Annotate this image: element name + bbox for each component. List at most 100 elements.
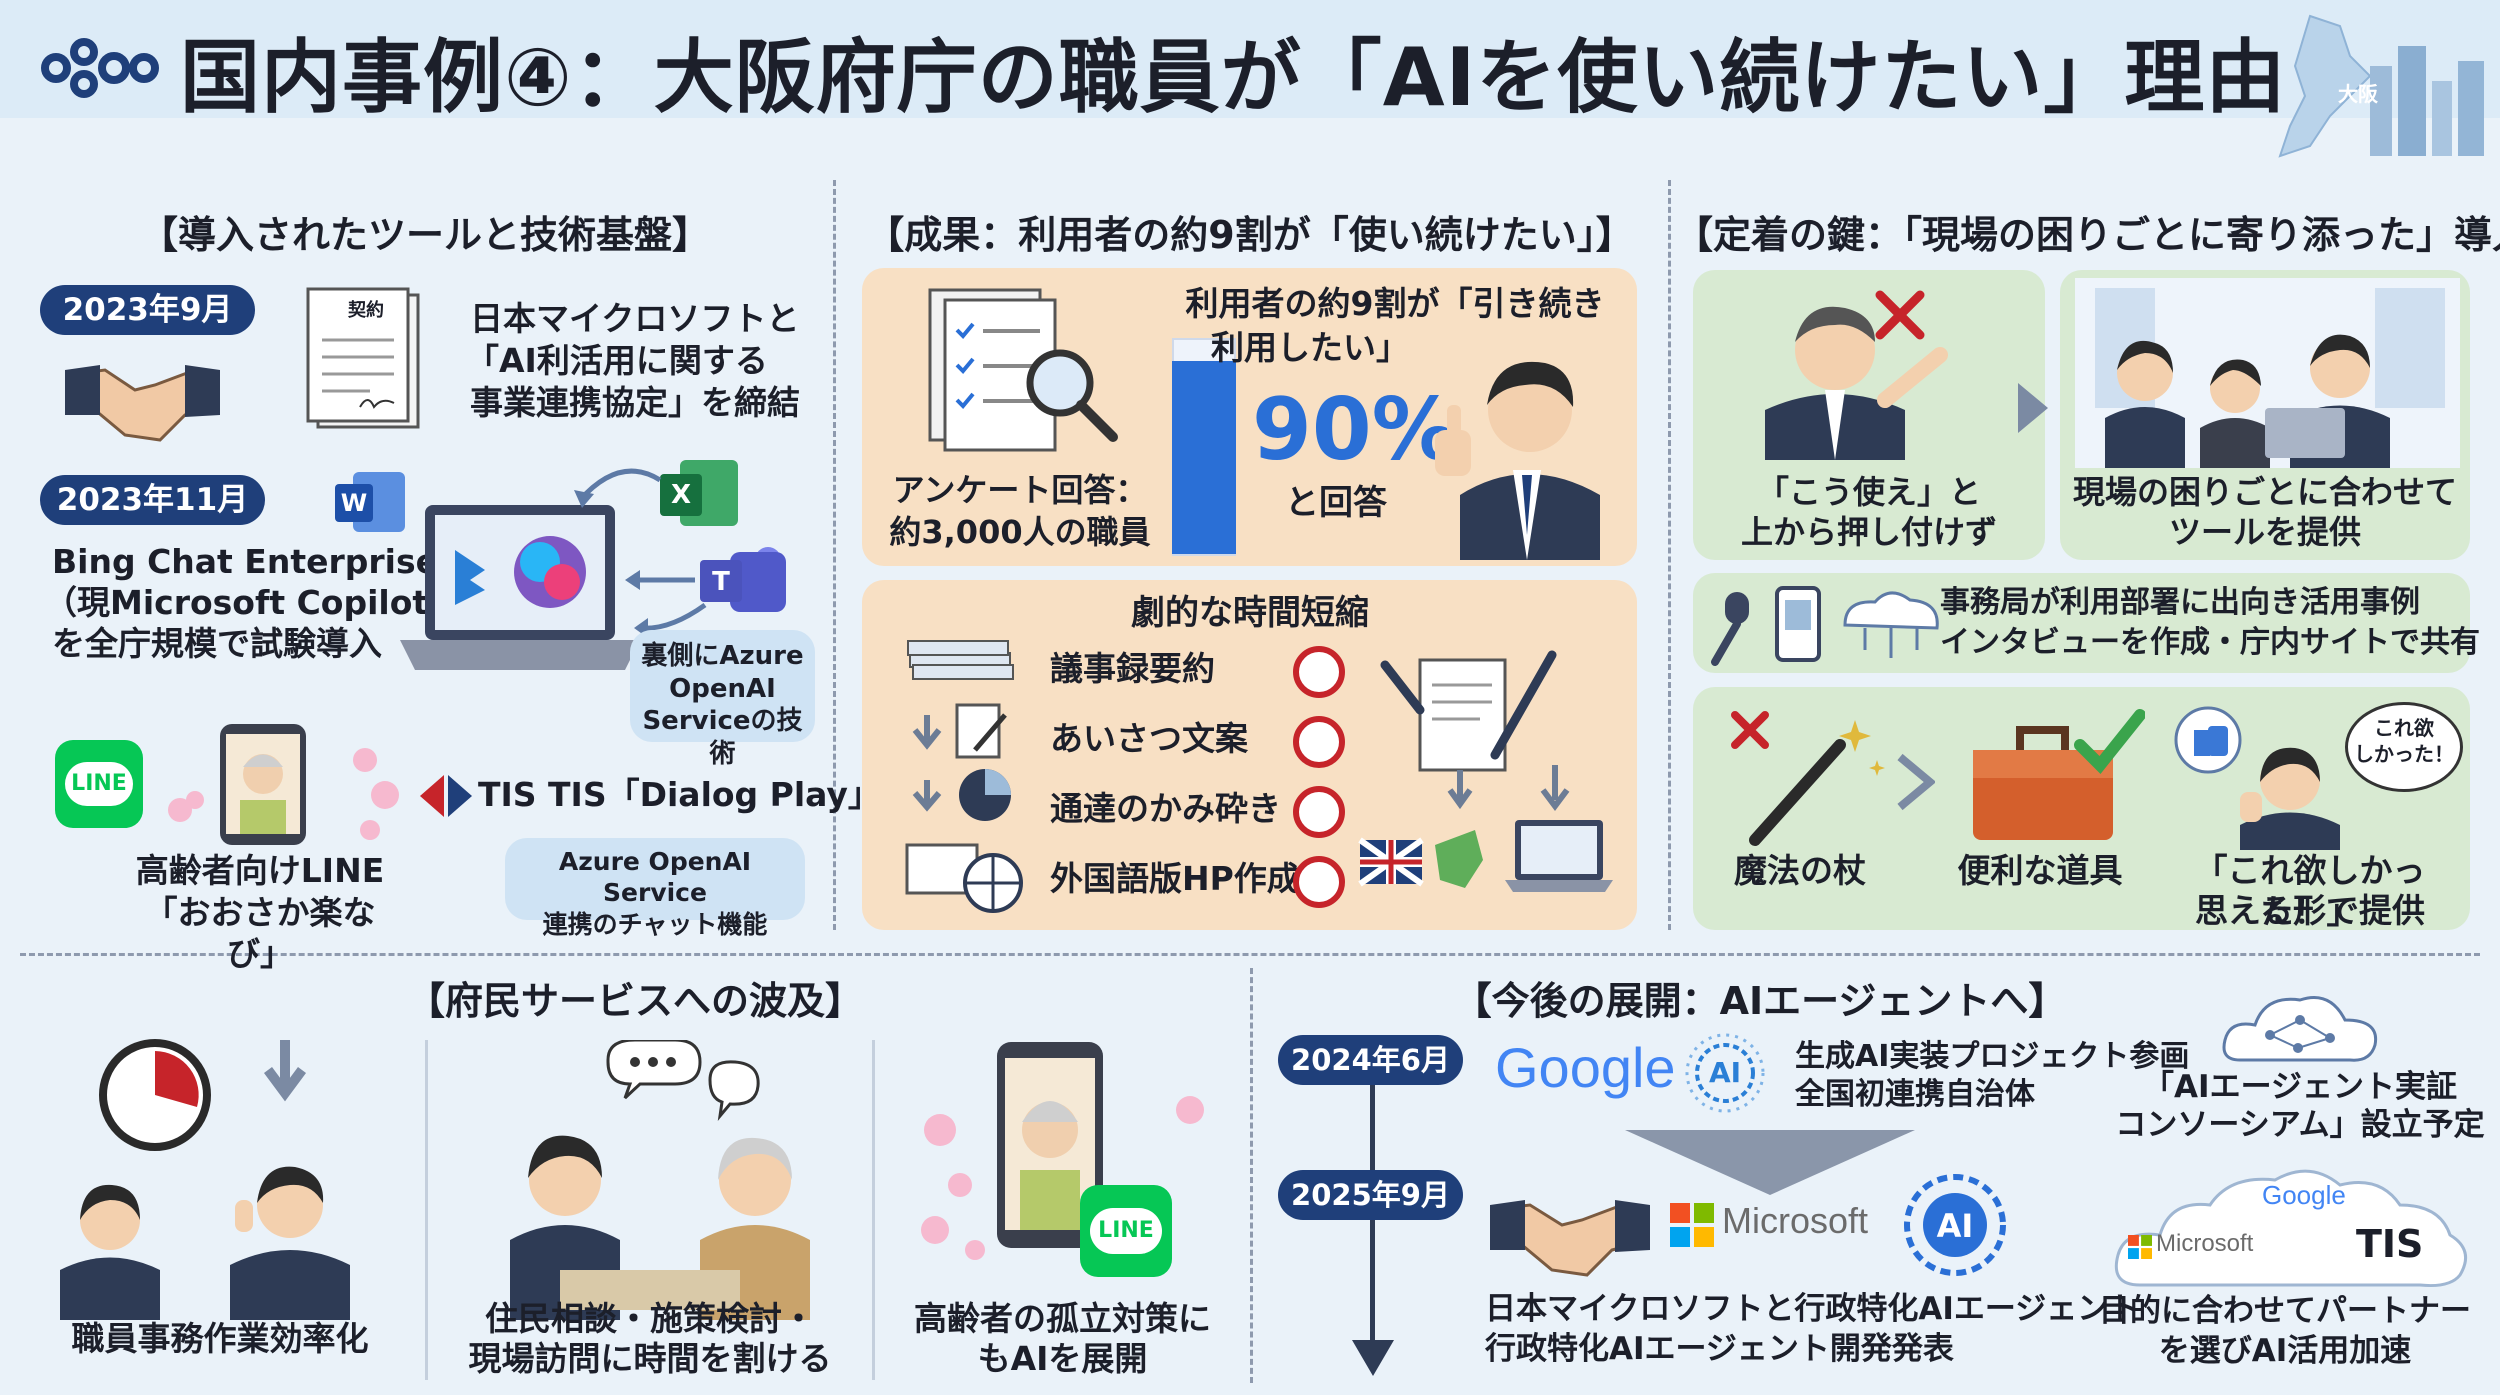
ms-agent-line-1: 日本マイクロソフトと行政特化AIエージェント [1485,1291,2140,1327]
cloud-ms-label: Microsoft [2156,1230,2254,1257]
task-label-4: 外国語版HP作成 [1050,859,1300,898]
excel-icon: X [660,460,738,526]
wanted-line-1: 「これ欲しかった！」 [2194,851,2426,932]
clock-staff-icon [60,1039,350,1320]
ai-gear-icon [1904,1174,2006,1276]
percent-bar-fill [1172,361,1236,554]
svg-text:W: W [341,489,367,517]
bing-line-2: （現Microsoft Copilot） [44,583,462,622]
smartphone-elderly-icon [220,724,306,845]
chevron-right-icon [2018,383,2048,433]
arrow-icon [574,468,662,508]
section-title-citizen: 【府民サービスへの波及】 [406,979,863,1023]
elderly-line-2: 「おおさか楽なび」 [144,893,376,974]
chevron-right-icon [1897,753,1935,811]
sakura-icon [921,1096,1204,1260]
wanted-line-2: 思える形で提供 [2194,891,2425,930]
divider [1668,180,1671,930]
tis-dialog-play: TIS TIS「Dialog Play」 [478,775,881,814]
azure-chat-bubble: Azure OpenAI Service 連携のチャット機能 [505,838,805,939]
azure-line-2: OpenAI [669,673,776,704]
section-title-results: 【成果：利用者の約9割が「使い続けたい」】 [866,213,1634,257]
survey-line-2: 約3,000人の職員 [889,513,1151,551]
osaka-logo-icon [41,38,159,98]
cloud-tis-label: TIS [2356,1222,2424,1266]
task-icons [905,640,1023,913]
azure-chat-line-2: 連携のチャット機能 [542,909,768,939]
ai-circuit-icon [1685,1033,1765,1113]
laptop-copilot-icon [400,505,640,670]
svg-text:X: X [671,480,691,510]
clock-icon [1293,786,1345,838]
citizen-item-2-line-2: 現場訪問に時間を割ける [468,1339,832,1378]
divider [872,1040,875,1380]
no-push-line-1: 「こう使え」と [1756,473,1981,511]
tis-logo-icon [420,775,472,817]
handshake-icon [1490,1200,1650,1277]
teams-icon: T [700,547,786,612]
divider [1250,968,1253,1383]
header-bar [0,0,2500,118]
provide-line-1: 現場の困りごとに合わせて [2072,473,2457,511]
date-badge: 2025年9月 [1278,1170,1463,1220]
wanted-bubble-line-1: これ欲 [2374,716,2434,740]
ai-label: AI [1708,1056,1742,1089]
microsoft-logo-icon [2128,1235,2152,1259]
task-label-2: あいさつ文案 [1050,719,1248,758]
interview-line-2: インタビューを作成・庁内サイトで共有 [1940,625,2480,660]
date-badge: 2024年6月 [1278,1035,1463,1085]
flags-laptop-icon [1358,765,1613,892]
clock-icon [1293,716,1345,768]
section-title-tools: 【導入されたツールと技術基盤】 [139,213,710,257]
headline-line-1: 利用者の約9割が「引き続き [1185,284,1605,323]
time-title: 劇的な時間短縮 [1131,593,1369,633]
ai-gear-label: AI [1936,1207,1974,1245]
partner-line-1: 目的に合わせてパートナー [2099,1293,2471,1329]
azure-bubble: 裏側にAzure OpenAI Serviceの技術 [630,630,815,769]
bing-line-1: Bing Chat Enterprise [52,542,439,581]
project-line-1: 生成AI実装プロジェクト参画 [1795,1039,2190,1074]
osaka-skyline-icon [2278,14,2484,158]
headline-line-2: 利用したい」 [1211,328,1409,367]
google-logo: Google [1495,1036,1676,1099]
document-pen-icon [1380,650,1557,772]
page-title: 国内事例④：大阪府庁の職員が「AIを使い続けたい」理由 [180,31,2287,124]
line-logo: LINE [1090,1208,1162,1254]
no-push-line-2: 上から押し付けず [1740,513,1997,551]
microsoft-logo-icon [1670,1203,1714,1247]
city-label: 大阪 [2338,82,2378,106]
task-label-1: 議事録要約 [1050,649,1215,688]
wanted-bubble-line-2: しかった！ [2354,742,2454,766]
microphone-phone-cloud-icon [1711,586,1939,666]
wanted-bubble [2345,702,2463,792]
percent-value: 90% [1252,380,1458,480]
magic-label: 魔法の杖 [1734,851,1866,890]
divider [20,953,2480,956]
survey-line-1: アンケート回答： [892,471,1148,509]
line-logo: LINE [65,762,133,806]
azure-chat-line-1: Azure OpenAI Service [558,847,752,908]
citizen-item-2-line-1: 住民相談・施策検討・ [485,1299,815,1338]
divider [425,1040,428,1380]
interview-card [1693,573,2470,673]
manager-pointing-icon [1765,290,1948,460]
sakura-icon [168,748,399,840]
task-label-3: 通達のかみ砕き [1050,789,1281,828]
azure-line-1: 裏側にAzure [641,641,804,671]
citizen-item-3-line-2: もAIを展開 [977,1339,1148,1378]
word-icon: W [335,472,405,532]
handshake-icon [65,365,220,442]
network-cloud-icon [2222,996,2378,1062]
consortium-line-1: 「AIエージェント実証 [2143,1069,2457,1105]
clock-icon [1293,646,1345,698]
agreement-line-3: 事業連携協定」を締結 [470,383,800,422]
interview-line-1: 事務局が利用部署に出向き活用事例 [1940,585,2420,620]
citizen-item-1: 職員事務作業効率化 [71,1319,369,1358]
survey-checklist-icon [928,288,1118,452]
date-badge: 2023年11月 [40,475,265,525]
consultation-icon [510,1040,810,1320]
consortium-line-2: コンソーシアム」設立予定 [2115,1107,2485,1143]
elderly-line-1: 高齢者向けLINE [135,851,385,890]
azure-line-3: Serviceの技術 [642,706,803,769]
answer-text: と回答 [1285,483,1387,523]
